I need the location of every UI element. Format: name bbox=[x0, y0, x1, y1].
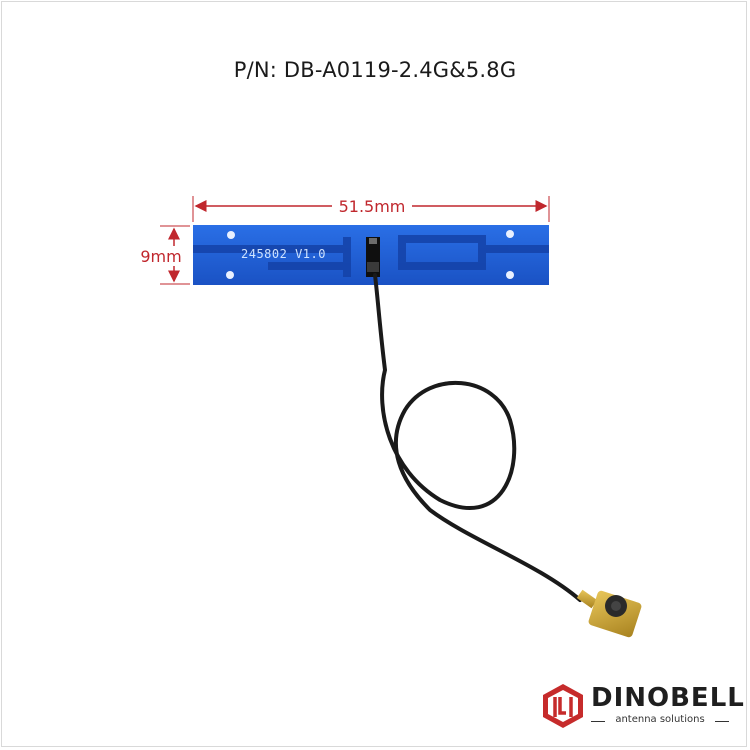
brand-logo: DINOBELL antenna solutions bbox=[540, 681, 744, 731]
ipex-connector bbox=[576, 589, 642, 638]
length-label: 51.5mm bbox=[339, 197, 406, 216]
coax-cable bbox=[373, 273, 582, 602]
part-number-title: P/N: DB-A0119-2.4G&5.8G bbox=[233, 58, 517, 82]
dinobell-logo-icon bbox=[543, 684, 583, 728]
brand-name: DINOBELL bbox=[591, 683, 745, 713]
antenna-pcb: 245802 V1.0 bbox=[193, 225, 549, 285]
brand-tagline: antenna solutions bbox=[591, 714, 729, 725]
width-label: 9mm bbox=[140, 247, 181, 266]
width-dimension: 9mm bbox=[140, 225, 190, 285]
length-dimension: 51.5mm bbox=[192, 196, 550, 222]
pcb-marking: 245802 V1.0 bbox=[241, 247, 326, 261]
